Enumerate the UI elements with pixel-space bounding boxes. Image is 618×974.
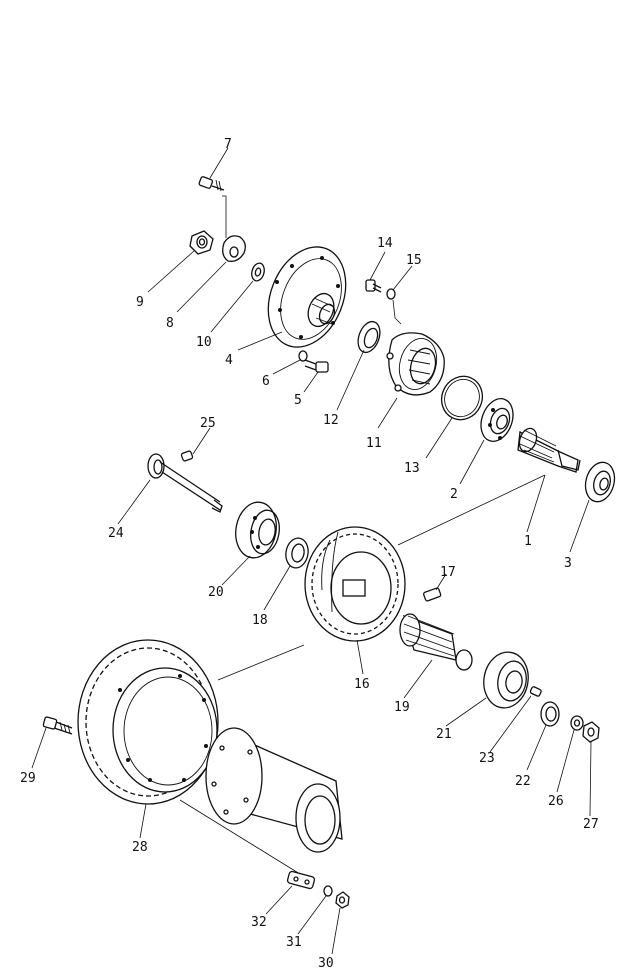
assembly-lines <box>179 474 546 875</box>
cover-4-icon <box>267 246 347 348</box>
callout-9: 9 <box>136 295 144 310</box>
callout-labels: 1 2 3 4 5 6 7 8 9 10 11 12 13 14 15 16 1… <box>20 137 599 971</box>
pin-25-icon <box>180 450 194 462</box>
callout-17: 17 <box>440 565 456 580</box>
shaft-24-icon <box>147 453 223 513</box>
callout-13: 13 <box>404 461 420 476</box>
callout-4: 4 <box>225 353 233 368</box>
washer-10-icon <box>251 262 265 282</box>
callout-30: 30 <box>318 956 334 971</box>
pinion-19-icon <box>399 613 473 671</box>
spacer-23-icon <box>529 686 542 697</box>
washer-31-icon <box>323 885 333 897</box>
spacer-18-icon <box>285 537 309 569</box>
callout-3: 3 <box>564 556 572 571</box>
callout-19: 19 <box>394 700 410 715</box>
o-ring-13-icon <box>440 375 484 421</box>
tab-washer-8-icon <box>222 195 246 262</box>
callout-2: 2 <box>450 487 458 502</box>
bearing-21-icon <box>483 651 529 709</box>
callout-20: 20 <box>208 585 224 600</box>
callout-8: 8 <box>166 316 174 331</box>
pinion-shaft-1-icon <box>517 427 581 473</box>
callout-32: 32 <box>251 915 267 930</box>
callout-16: 16 <box>354 677 370 692</box>
callout-15: 15 <box>406 253 422 268</box>
callout-22: 22 <box>515 774 531 789</box>
nut-9-icon <box>189 230 214 255</box>
callout-7: 7 <box>224 137 232 152</box>
lock-plate-32-icon <box>286 870 316 890</box>
callout-18: 18 <box>252 613 268 628</box>
nut-27-icon <box>582 721 600 743</box>
bolt-14-icon <box>365 279 382 293</box>
bolt-29-icon <box>42 716 73 735</box>
callout-26: 26 <box>548 794 564 809</box>
bolt-5-icon <box>304 359 329 373</box>
callout-1: 1 <box>524 534 532 549</box>
washer-15-icon <box>386 288 402 325</box>
bearing-2-icon <box>480 398 514 442</box>
bearing-3-icon <box>584 461 616 503</box>
callout-25: 25 <box>200 416 216 431</box>
nut-30-icon <box>335 891 350 909</box>
callout-10: 10 <box>196 335 212 350</box>
washer-26-icon <box>570 715 584 731</box>
ring-gear-28-icon <box>77 639 219 805</box>
callout-28: 28 <box>132 840 148 855</box>
bolt-7-icon <box>198 176 225 192</box>
seal-12-icon <box>357 320 381 354</box>
callout-11: 11 <box>366 436 382 451</box>
collar-22-icon <box>540 701 560 727</box>
callout-31: 31 <box>286 935 302 950</box>
callout-24: 24 <box>108 526 124 541</box>
callout-6: 6 <box>262 374 270 389</box>
bearing-holder-11-icon <box>386 332 445 396</box>
hub-icon <box>205 727 343 853</box>
callout-14: 14 <box>377 236 393 251</box>
callout-29: 29 <box>20 771 36 786</box>
gear-16-icon <box>304 526 406 642</box>
callout-12: 12 <box>323 413 339 428</box>
callout-27: 27 <box>583 817 599 832</box>
callout-23: 23 <box>479 751 495 766</box>
leader-lines <box>31 147 592 955</box>
bearing-20-icon <box>235 501 280 559</box>
washer-6-icon <box>298 350 308 362</box>
callout-21: 21 <box>436 727 452 742</box>
key-17-icon <box>423 587 442 602</box>
callout-5: 5 <box>294 393 302 408</box>
